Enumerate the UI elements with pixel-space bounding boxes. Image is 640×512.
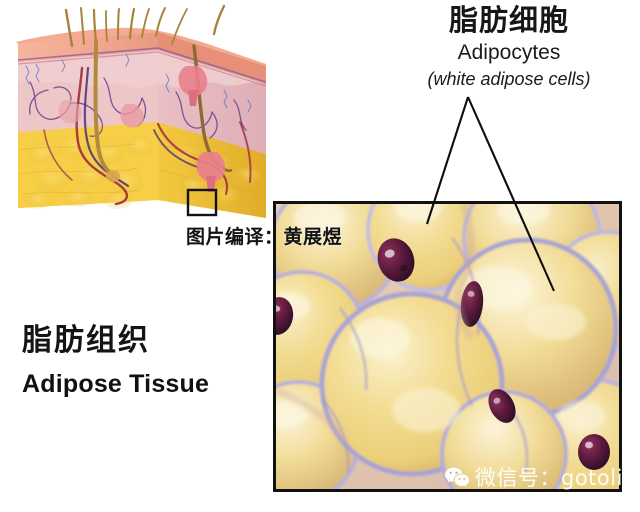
adipose-tissue-label-block: 脂肪组织 Adipose Tissue [22, 322, 272, 400]
skin-diagram-svg [16, 4, 267, 218]
adipocyte-micrograph-svg [276, 204, 619, 489]
gland-group [58, 66, 226, 192]
nucleus [377, 238, 415, 282]
nucleus [460, 281, 484, 327]
nucleus [488, 389, 516, 423]
nucleus-group [276, 238, 610, 470]
wechat-watermark: 微信号：gotolift [444, 462, 639, 492]
adipocytes-label-en-sub: (white adipose cells) [427, 69, 591, 89]
zoom-highlight-box [186, 188, 218, 217]
adipocytes-label-block: 脂肪细胞 Adipocytes (white adipose cells) [378, 0, 640, 91]
epidermis-layer [16, 27, 267, 87]
adipose-tissue-label-cn: 脂肪组织 [22, 323, 150, 358]
nucleus [276, 297, 294, 335]
adipocytes-label-cn: 脂肪细胞 [448, 3, 569, 37]
adipose-tissue-label-en: Adipose Tissue [22, 370, 210, 398]
adipocyte-micrograph [273, 201, 622, 492]
wechat-id-text: 微信号：gotolift [475, 466, 640, 490]
subcutaneous-fat-layer [18, 122, 266, 218]
wechat-icon [444, 467, 470, 487]
translation-credit: 图片编译：黄展煜 [186, 226, 343, 248]
skin-cross-section-illustration [8, 4, 288, 236]
adipocytes-label-en: Adipocytes [457, 41, 561, 64]
